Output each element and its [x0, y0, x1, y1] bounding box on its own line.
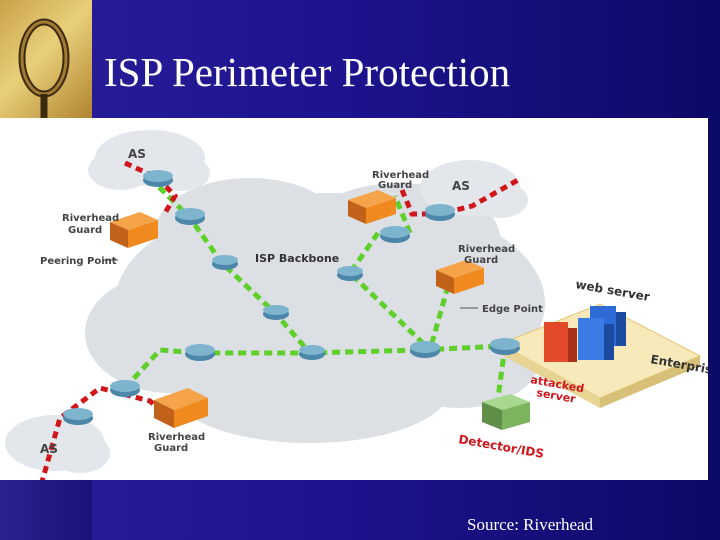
guard-left-line1: Riverhead	[62, 213, 119, 224]
router-icon	[63, 408, 93, 425]
guard-bottom-line2: Guard	[154, 443, 188, 454]
guard-right-line1: Riverhead	[458, 244, 515, 255]
attacked-server	[544, 322, 577, 362]
as-label-top: AS	[128, 147, 146, 161]
detector-ids-label: Detector/IDS	[457, 432, 545, 461]
router-icon	[410, 341, 440, 358]
router-icon	[263, 305, 289, 320]
riverhead-guard-bottom	[154, 388, 208, 428]
guard-right-line2: Guard	[464, 255, 498, 266]
guard-bottom-line1: Riverhead	[148, 432, 205, 443]
edge-point-label: Edge Point	[482, 304, 543, 315]
router-icon	[212, 255, 238, 270]
network-diagram-panel: AS AS AS Riverhead Guard Riverhead Guard…	[0, 118, 708, 480]
router-icon	[185, 344, 215, 361]
router-icon	[490, 338, 520, 355]
router-icon	[380, 226, 410, 243]
guard-left-line2: Guard	[68, 225, 102, 236]
router-icon	[110, 380, 140, 397]
peering-point-label: Peering Point	[40, 256, 117, 267]
router-icon	[299, 345, 325, 360]
router-icon	[175, 208, 205, 225]
rope-loop-logo	[0, 0, 92, 120]
router-icon	[143, 170, 173, 187]
web-server-label: web server	[574, 277, 650, 304]
guard-top-line2: Guard	[378, 180, 412, 191]
router-icon	[425, 204, 455, 221]
isp-backbone-label: ISP Backbone	[255, 252, 339, 265]
as-label-bottom: AS	[40, 442, 58, 456]
slide-title: ISP Perimeter Protection	[104, 48, 510, 96]
as-label-right: AS	[452, 179, 470, 193]
source-credit: Source: Riverhead	[467, 515, 593, 535]
router-icon	[337, 266, 363, 281]
